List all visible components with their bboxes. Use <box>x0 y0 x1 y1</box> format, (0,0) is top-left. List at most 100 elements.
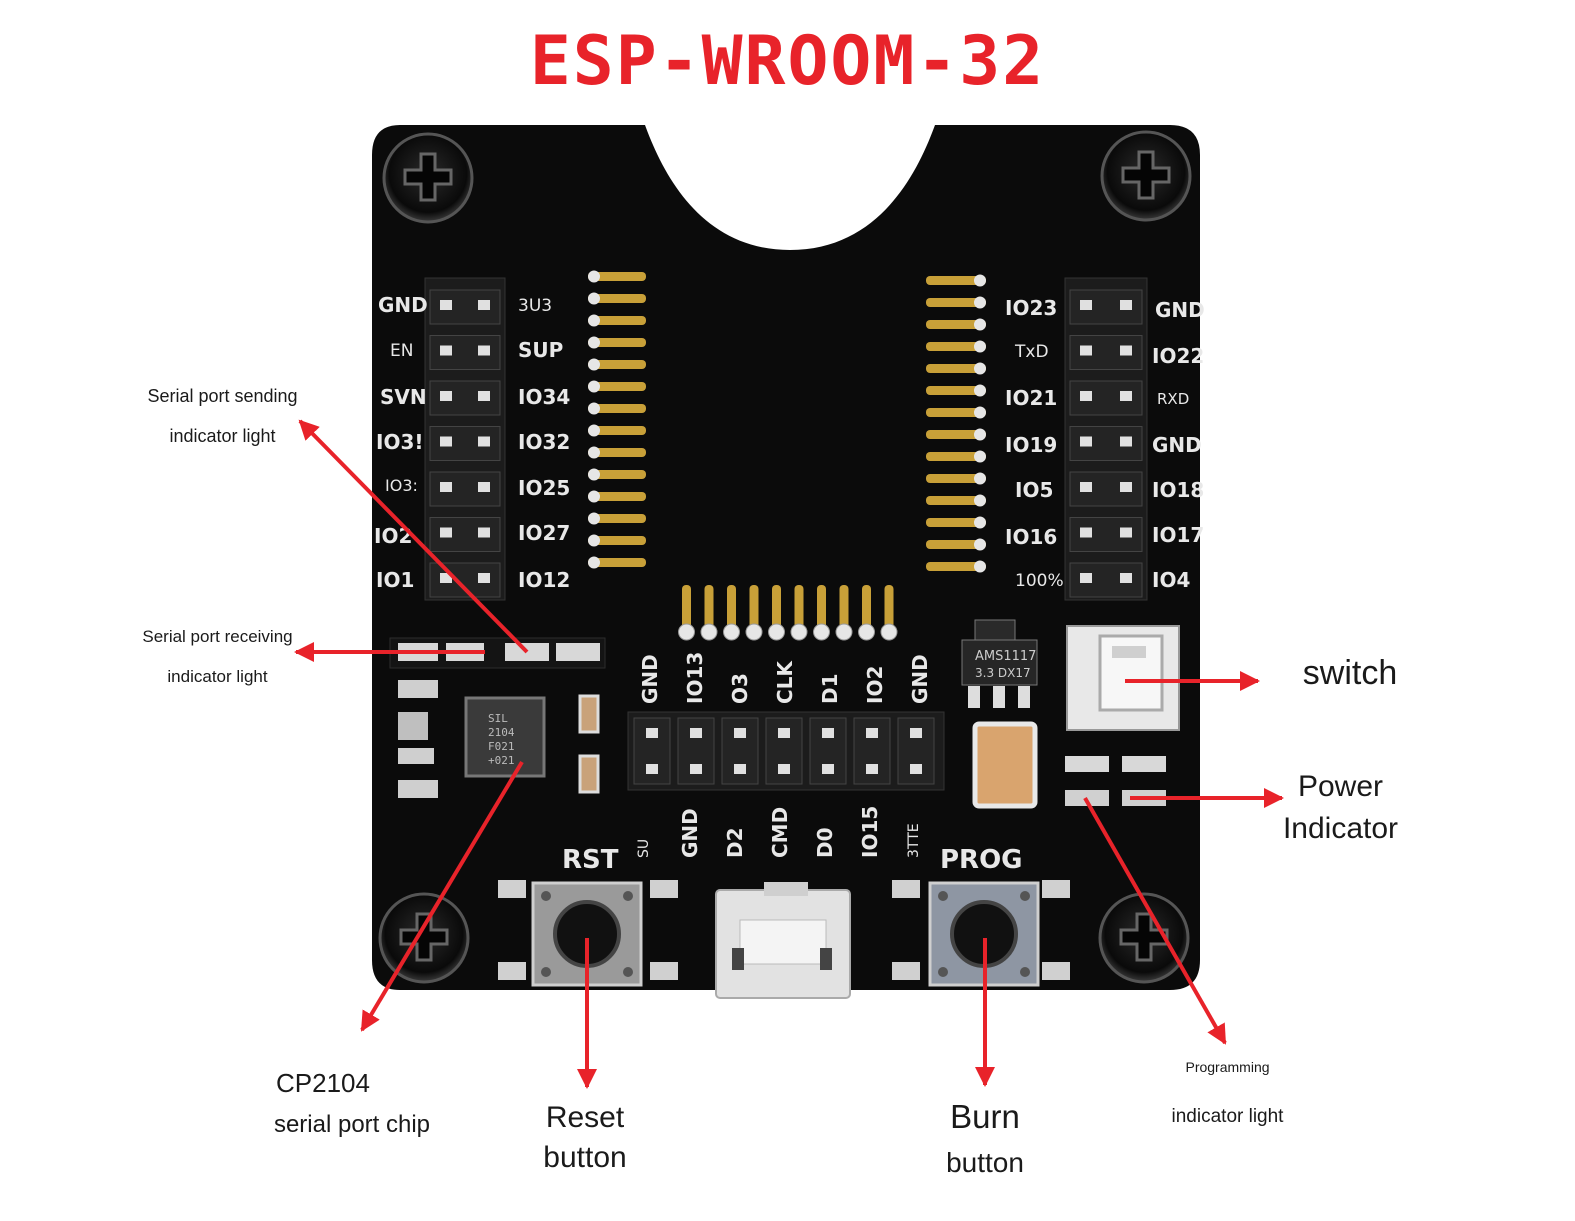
pin-label: 3TTE <box>906 823 922 858</box>
pogo-pin <box>588 490 646 503</box>
pin-label: GND <box>1155 298 1205 322</box>
header-pin <box>1069 471 1143 507</box>
power-switch <box>1066 625 1180 731</box>
voltage-regulator: AMS1117 3.3 DX17 <box>961 619 1038 708</box>
button-pads <box>498 880 1070 980</box>
screw-icon <box>1100 130 1192 222</box>
pogo-pin <box>926 538 986 551</box>
pogo-pin <box>858 585 875 641</box>
pin-label: IO5 <box>1015 478 1053 502</box>
pin-label: TxD <box>1014 342 1049 362</box>
pogo-pin <box>588 446 646 459</box>
pin-label: IO25 <box>518 476 570 500</box>
header-pin <box>1069 562 1143 598</box>
pogo-pin <box>926 494 986 507</box>
pogo-pin <box>723 585 740 641</box>
pogo-pin <box>588 336 646 349</box>
header-pin <box>1069 380 1143 416</box>
capacitor <box>578 694 600 734</box>
pogo-pin <box>700 585 718 641</box>
pin-label: IO21 <box>1005 386 1057 410</box>
pogo-pin <box>926 516 986 529</box>
pin-label: IO12 <box>518 568 570 592</box>
pin-label: IO17 <box>1152 523 1204 547</box>
page-title: ESP-WROOM-32 <box>529 22 1046 101</box>
pogo-pin <box>588 512 646 525</box>
cp2104-callout: CP2104 serial port chip <box>273 1068 431 1138</box>
pin-label: IO34 <box>518 385 570 409</box>
pin-label: CMD <box>768 807 792 858</box>
pin-label: CLK <box>773 660 797 704</box>
header-pin <box>1069 289 1143 325</box>
pin-label: RXD <box>1157 390 1189 408</box>
pin-label: 100% <box>1015 571 1064 591</box>
prog-label: PROG <box>940 845 1023 875</box>
tantalum-capacitor <box>972 721 1038 809</box>
pogo-pin <box>926 296 986 309</box>
pin-label: IO16 <box>1005 525 1057 549</box>
header-pin <box>429 517 501 552</box>
header-pin <box>429 562 501 598</box>
pogo-pin <box>926 362 986 375</box>
pogo-pin <box>926 428 986 441</box>
pin-label: IO4 <box>1152 568 1190 592</box>
pin-label: IO32 <box>518 430 570 454</box>
pin-label: O3 <box>728 673 752 704</box>
pogo-pin <box>768 585 785 641</box>
screw-icon <box>382 132 474 224</box>
svg-text:F021: F021 <box>488 740 515 753</box>
pogo-pin <box>926 318 986 331</box>
pin-label: GND <box>638 654 662 704</box>
pogo-pin <box>588 556 646 569</box>
pin-label: GND <box>908 654 932 704</box>
pin-label: IO2 <box>863 666 887 704</box>
header-pin <box>1069 426 1143 461</box>
pogo-pin <box>926 340 986 353</box>
pin-label: GND <box>1152 433 1202 457</box>
pogo-pin <box>790 585 808 641</box>
pogo-pins-left <box>588 270 646 569</box>
micro-usb-port <box>715 882 851 999</box>
header-pin <box>429 289 501 325</box>
pogo-pin <box>926 384 986 397</box>
pogo-pin <box>588 270 646 283</box>
pogo-pin <box>588 380 646 393</box>
pogo-pin <box>926 450 986 463</box>
pin-label: SUP <box>518 338 563 362</box>
pin-label: 3U3 <box>518 296 552 316</box>
pin-label: IO22 <box>1152 344 1204 368</box>
pogo-pin <box>926 274 986 287</box>
header-pin <box>429 471 501 507</box>
pin-label: IO19 <box>1005 433 1057 457</box>
header-pin <box>721 717 759 785</box>
screw-icon <box>1098 892 1190 984</box>
cp2104-chip: SIL 2104 F021 +021 <box>464 696 546 778</box>
header-pin <box>429 380 501 416</box>
pogo-pins-right <box>926 274 986 573</box>
pogo-pin <box>588 534 646 547</box>
pin-label: SU <box>636 839 652 858</box>
pogo-pin <box>926 560 986 573</box>
pin-label: IO15 <box>858 806 882 858</box>
pogo-pin <box>588 292 646 305</box>
pogo-pin <box>588 358 646 371</box>
header-pin <box>1069 335 1143 370</box>
svg-text:2104: 2104 <box>488 726 515 739</box>
header-pin <box>897 717 935 785</box>
svg-text:3.3 DX17: 3.3 DX17 <box>975 666 1031 680</box>
pin-label: D1 <box>818 673 842 704</box>
pin-label: IO18 <box>1152 478 1204 502</box>
header-pin <box>677 717 715 785</box>
rst-label: RST <box>562 845 619 875</box>
header-pin <box>853 717 891 785</box>
header-pin <box>1069 517 1143 552</box>
capacitor <box>578 754 600 794</box>
pin-label: GND <box>678 808 702 858</box>
header-pin <box>633 717 671 785</box>
switch-callout: switch <box>1302 654 1398 692</box>
pogo-pin <box>678 585 695 641</box>
